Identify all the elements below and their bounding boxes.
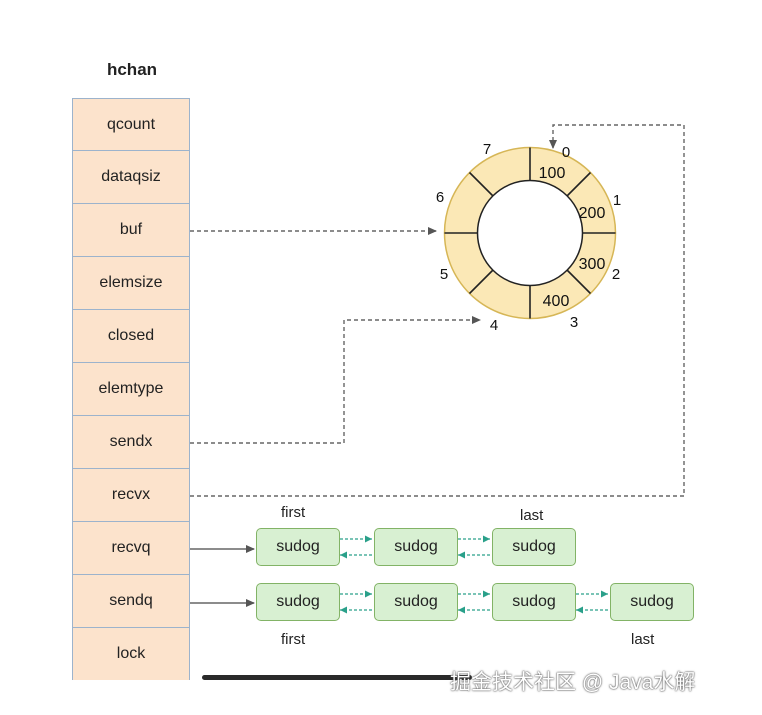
field-sendx: sendx bbox=[72, 416, 190, 469]
slot-value-3: 400 bbox=[543, 293, 570, 310]
slot-index-5: 5 bbox=[440, 266, 448, 283]
field-lock: lock bbox=[72, 628, 190, 680]
slot-value-2: 300 bbox=[579, 256, 606, 273]
ring-divider-7-6 bbox=[468, 171, 494, 197]
sendq-first-label: first bbox=[281, 631, 306, 648]
slot-value-1: 200 bbox=[579, 205, 606, 222]
field-dataqsiz: dataqsiz bbox=[72, 151, 190, 204]
sendq-sudog-2: sudog bbox=[374, 583, 458, 621]
ring-divider-1-0 bbox=[566, 171, 592, 197]
slot-index-4: 4 bbox=[490, 317, 498, 334]
watermark: 掘金技术社区 @ Java水解 bbox=[450, 671, 696, 694]
recvq-last-label: last bbox=[520, 507, 544, 524]
field-elemtype: elemtype bbox=[72, 363, 190, 416]
field-sendq: sendq bbox=[72, 575, 190, 628]
field-elemsize: elemsize bbox=[72, 257, 190, 310]
field-buf: buf bbox=[72, 204, 190, 257]
sendq-sudog-1: sudog bbox=[256, 583, 340, 621]
slot-index-2: 2 bbox=[612, 266, 620, 283]
recvq-first-label: first bbox=[281, 504, 306, 521]
horizontal-scrollbar[interactable] bbox=[202, 675, 472, 680]
sendx-pointer-arrow bbox=[190, 316, 481, 444]
ring-divider-3-2 bbox=[566, 269, 592, 295]
recvq-sudog-3: sudog bbox=[492, 528, 576, 566]
slot-index-0: 0 bbox=[562, 144, 570, 161]
struct-title: hchan bbox=[106, 60, 158, 79]
ring-inner-edge bbox=[476, 179, 584, 287]
recvq-sudog-1: sudog bbox=[256, 528, 340, 566]
sendq-sudog-4: sudog bbox=[610, 583, 694, 621]
ring-buffer: 100 200 300 400 0 1 2 3 4 5 6 7 bbox=[436, 141, 621, 334]
ring-divider-5-4 bbox=[468, 269, 494, 295]
field-qcount: qcount bbox=[72, 98, 190, 151]
slot-value-0: 100 bbox=[539, 165, 566, 182]
slot-index-1: 1 bbox=[613, 192, 621, 209]
recvq-sudog-2: sudog bbox=[374, 528, 458, 566]
recvx-pointer-arrow bbox=[190, 124, 685, 497]
field-recvx: recvx bbox=[72, 469, 190, 522]
slot-index-7: 7 bbox=[483, 141, 491, 158]
sendq-last-label: last bbox=[631, 631, 655, 648]
slot-index-3: 3 bbox=[570, 314, 578, 331]
sendq-sudog-3: sudog bbox=[492, 583, 576, 621]
slot-index-6: 6 bbox=[436, 189, 444, 206]
field-closed: closed bbox=[72, 310, 190, 363]
field-recvq: recvq bbox=[72, 522, 190, 575]
